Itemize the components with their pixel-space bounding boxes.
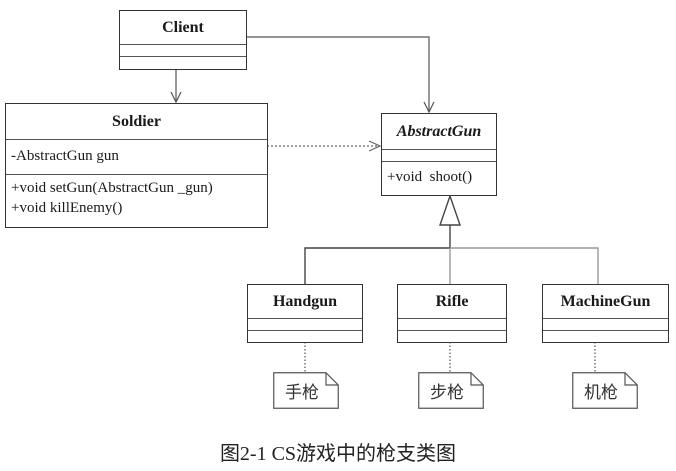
- note-anchors: [304, 342, 596, 372]
- class-methods: [398, 331, 506, 343]
- class-methods: +void shoot(): [382, 162, 496, 192]
- method: +void setGun(AbstractGun _gun): [11, 180, 213, 196]
- association-client-abstractgun: [247, 36, 435, 114]
- class-machinegun[interactable]: MachineGun: [542, 284, 669, 343]
- note-text: 步枪: [430, 383, 464, 403]
- class-name: Rifle: [398, 285, 506, 319]
- class-name: Handgun: [248, 285, 362, 319]
- note-shape-icon: [572, 372, 638, 409]
- generalization-tree: [304, 193, 599, 284]
- class-name: AbstractGun: [382, 114, 496, 150]
- note-handgun[interactable]: 手枪: [273, 372, 339, 409]
- dependency-soldier-abstractgun: [267, 140, 382, 152]
- figure-caption: 图2-1 CS游戏中的枪支类图: [219, 443, 457, 465]
- method: +void killEnemy(): [11, 200, 123, 216]
- generalization-arrowhead: [439, 193, 461, 226]
- class-name: Soldier: [6, 104, 267, 140]
- note-shape-icon: [273, 372, 339, 409]
- class-client[interactable]: Client: [119, 10, 247, 70]
- note-machinegun[interactable]: 机枪: [572, 372, 638, 409]
- class-soldier[interactable]: Soldier -AbstractGun gun +void setGun(Ab…: [5, 103, 268, 228]
- attribute: -AbstractGun gun: [11, 148, 119, 164]
- class-attributes: [398, 319, 506, 331]
- class-rifle[interactable]: Rifle: [397, 284, 507, 343]
- class-methods: [248, 331, 362, 343]
- association-client-soldier: [170, 69, 182, 104]
- class-methods: [120, 57, 246, 69]
- class-attributes: [382, 150, 496, 162]
- note-text: 机枪: [584, 383, 618, 403]
- note-rifle[interactable]: 步枪: [418, 372, 484, 409]
- class-attributes: -AbstractGun gun: [6, 140, 267, 175]
- class-attributes: [120, 45, 246, 57]
- class-attributes: [543, 319, 668, 331]
- method: +void shoot(): [387, 169, 473, 185]
- class-name: Client: [120, 11, 246, 45]
- note-text: 手枪: [285, 383, 319, 403]
- class-handgun[interactable]: Handgun: [247, 284, 363, 343]
- class-abstractgun[interactable]: AbstractGun +void shoot(): [381, 113, 497, 196]
- class-name: MachineGun: [543, 285, 668, 319]
- class-attributes: [248, 319, 362, 331]
- class-methods: [543, 331, 668, 343]
- class-methods: +void setGun(AbstractGun _gun) +void kil…: [6, 175, 267, 218]
- note-shape-icon: [418, 372, 484, 409]
